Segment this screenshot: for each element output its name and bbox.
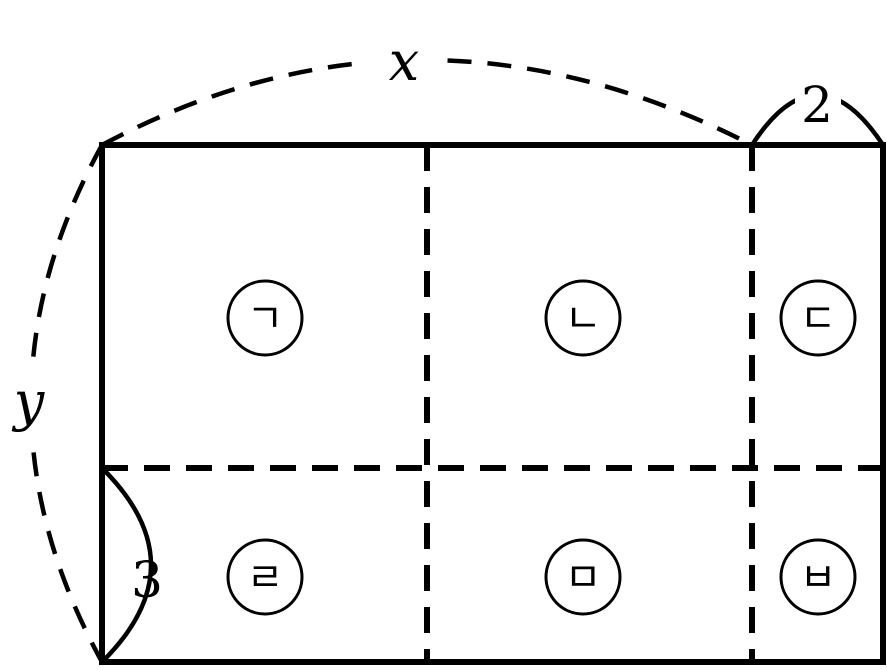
dimension-label-y: y [12, 370, 46, 433]
region-label: ㄹ [247, 555, 284, 601]
dimension-label-x: x [389, 30, 419, 93]
region-marker-4: ㄹ [226, 538, 304, 616]
dimension-arc-y [28, 143, 104, 664]
region-label: ㄷ [800, 296, 837, 342]
region-marker-3: ㄷ [779, 279, 857, 357]
dimension-label-3: 3 [131, 551, 163, 609]
dimension-label-2: 2 [801, 76, 833, 134]
region-marker-6: ㅂ [779, 538, 857, 616]
region-marker-1: ㄱ [226, 279, 304, 357]
region-label: ㅁ [565, 555, 602, 601]
region-marker-2: ㄴ [544, 279, 622, 357]
region-label: ㄴ [565, 296, 602, 342]
region-label: ㄱ [247, 296, 284, 342]
dimension-arc-3 [100, 466, 154, 664]
outer-rectangle [99, 142, 886, 665]
region-label: ㅂ [800, 555, 837, 601]
region-marker-5: ㅁ [544, 538, 622, 616]
